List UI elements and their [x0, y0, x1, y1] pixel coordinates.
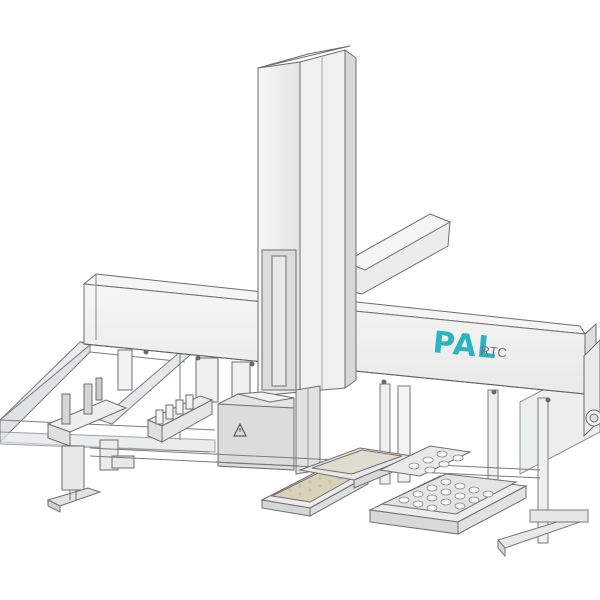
large-vial-tray [368, 445, 528, 535]
logo-pal-text: PAL [431, 325, 499, 366]
hanging-modules [117, 349, 551, 403]
vial-rack [146, 394, 214, 443]
z-axis-head [295, 385, 321, 475]
agitator-module [217, 391, 295, 471]
y-axis-rail [343, 213, 452, 295]
logo-rtc-text: RTC [480, 343, 508, 361]
z-axis-column [257, 45, 357, 397]
left-glass-frame [0, 341, 216, 453]
side-control-panel [583, 339, 600, 438]
injector-station [46, 377, 135, 513]
warning-triangle-icon [233, 422, 247, 437]
pal-rtc-logo: PAL RTC [431, 325, 508, 366]
